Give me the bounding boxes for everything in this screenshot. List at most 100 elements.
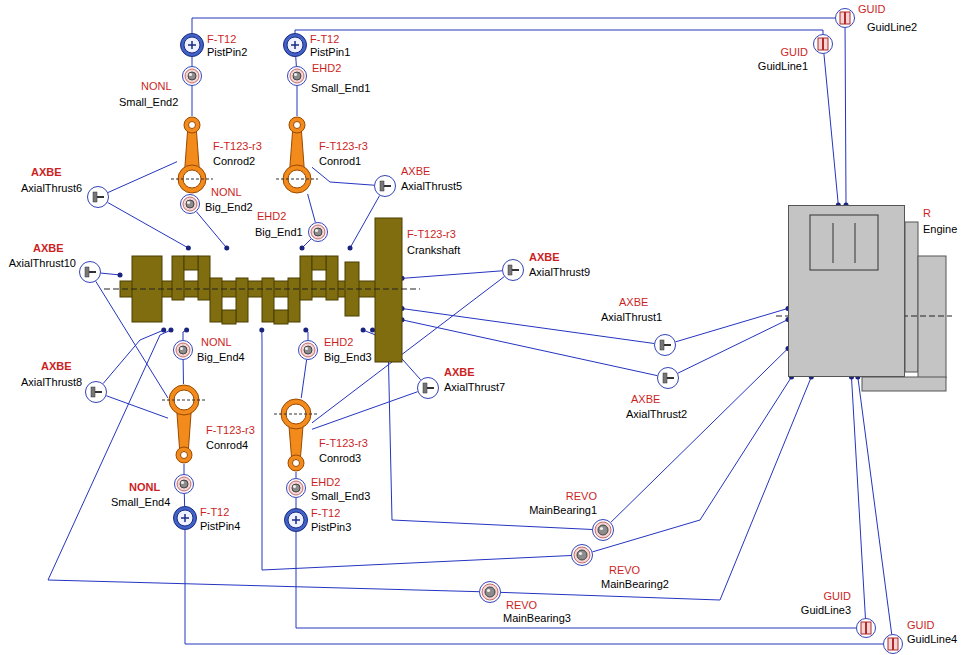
crank-pin [274, 310, 288, 324]
guide-joint: GUIDGuidLine2 [835, 8, 855, 28]
thrust-ring [88, 187, 109, 208]
connector-line [296, 498, 297, 508]
joint-ring [309, 223, 328, 242]
bearing-joint: EHD2Small_End3 [286, 478, 306, 498]
bearing-joint-outline [174, 474, 194, 494]
thrust-shaft [667, 377, 674, 379]
element-name: AxialThrust6 [20, 182, 83, 194]
connector-line [593, 377, 792, 552]
connector-line [192, 18, 835, 33]
bearing-joint: EHD2Big_End1 [308, 222, 328, 242]
element-name: Conrod1 [318, 155, 362, 167]
attach-dot [224, 246, 229, 251]
connector-line [312, 167, 374, 185]
connector-line [858, 377, 892, 634]
axial-thrust-joint-outline [79, 261, 101, 283]
crank-web [326, 256, 338, 300]
connector-line [101, 273, 120, 275]
bearing-joint-outline [173, 340, 193, 360]
element-name: Big_End1 [254, 226, 304, 238]
engine-block: REngine [788, 205, 905, 377]
thrust-shaft [97, 196, 104, 198]
connector-line [103, 330, 164, 384]
piston-pin-joint-outline [180, 33, 204, 57]
connector-line [196, 212, 226, 248]
pin-face [177, 510, 193, 526]
guide-rail [844, 12, 846, 24]
bearing-joint: NONLBig_End4 [173, 340, 193, 360]
connector-line [108, 162, 177, 193]
connector-line [48, 330, 479, 592]
axial-thrust-joint: AXBEAxialThrust9 [502, 259, 524, 281]
bearing-joint-outline [287, 66, 307, 86]
joint-ring [299, 341, 318, 360]
conrod-body: F-T123-r3Conrod2 [177, 116, 207, 194]
joint-journal [293, 72, 301, 80]
element-type: AXBE [400, 165, 431, 177]
element-name: Big_End3 [323, 351, 373, 363]
element-name: GuidLine2 [866, 21, 918, 33]
connector-line [262, 330, 571, 570]
centre-line [162, 400, 206, 401]
small-eye-bore [181, 452, 188, 459]
joint-ring [181, 195, 200, 214]
pin-cross [184, 514, 186, 522]
axial-thrust-joint: AXBEAxialThrust5 [374, 175, 396, 197]
pin-cross [191, 41, 193, 49]
element-type: AXBE [443, 366, 476, 378]
element-type: NONL [140, 80, 173, 92]
joint-shell [482, 584, 498, 600]
crank-web [262, 278, 274, 322]
guide-rail [892, 638, 894, 650]
guide-joint: GUIDGuidLine3 [856, 618, 876, 638]
crankshaft-body-outline [120, 248, 402, 330]
bearing-joint-outline [571, 544, 593, 566]
guide-joint: GUIDGuidLine4 [883, 634, 903, 654]
element-type: EHD2 [256, 210, 287, 222]
connector-line [501, 377, 811, 600]
joint-shell [183, 197, 197, 211]
element-type: F-T12 [199, 506, 230, 518]
joint-ring [287, 479, 306, 498]
thrust-ring [86, 382, 107, 403]
thrust-shaft [512, 269, 519, 271]
attach-dot [259, 328, 264, 333]
element-name: AxialThrust10 [8, 257, 77, 269]
connector-line [184, 494, 185, 506]
connector-line [824, 54, 838, 205]
axial-thrust-joint-outline [87, 186, 109, 208]
element-name: Conrod2 [212, 155, 256, 167]
attach-dot [300, 246, 305, 251]
cylinder-line [855, 223, 856, 263]
joint-highlight [600, 527, 603, 530]
thrust-collar [380, 181, 384, 191]
joint-ring [572, 545, 593, 566]
connector-line [845, 28, 847, 205]
element-name: AxialThrust7 [443, 381, 506, 393]
element-type: NONL [200, 336, 233, 348]
bearing-joint: EHD2Small_End1 [287, 66, 307, 86]
element-type: NONL [128, 481, 161, 493]
axial-thrust-joint-outline [502, 259, 524, 281]
axial-thrust-joint-outline [374, 175, 396, 197]
element-type: F-T123-r3 [318, 140, 369, 152]
small-eye [184, 117, 200, 133]
pin-face [184, 37, 200, 53]
axial-thrust-joint: AXBEAxialThrust2 [657, 367, 679, 389]
connector-line [402, 271, 502, 279]
element-name: GuidLine4 [906, 633, 958, 645]
attach-dot [161, 328, 166, 333]
thrust-ring [658, 368, 679, 389]
guide-rail [865, 622, 867, 634]
guide-joint-outline [883, 634, 903, 654]
thrust-shaft [427, 387, 434, 389]
bearing-joint: REVOMainBearing2 [571, 544, 593, 566]
conrod-body: F-T123-r3Conrod1 [282, 116, 312, 194]
bearing-joint-outline [479, 581, 501, 603]
joint-shell [176, 343, 190, 357]
joint-journal [598, 525, 608, 535]
centre-line [171, 179, 213, 180]
joint-shell [289, 481, 303, 495]
conrod-body-outline [280, 398, 312, 472]
element-name: Small_End2 [118, 96, 179, 108]
